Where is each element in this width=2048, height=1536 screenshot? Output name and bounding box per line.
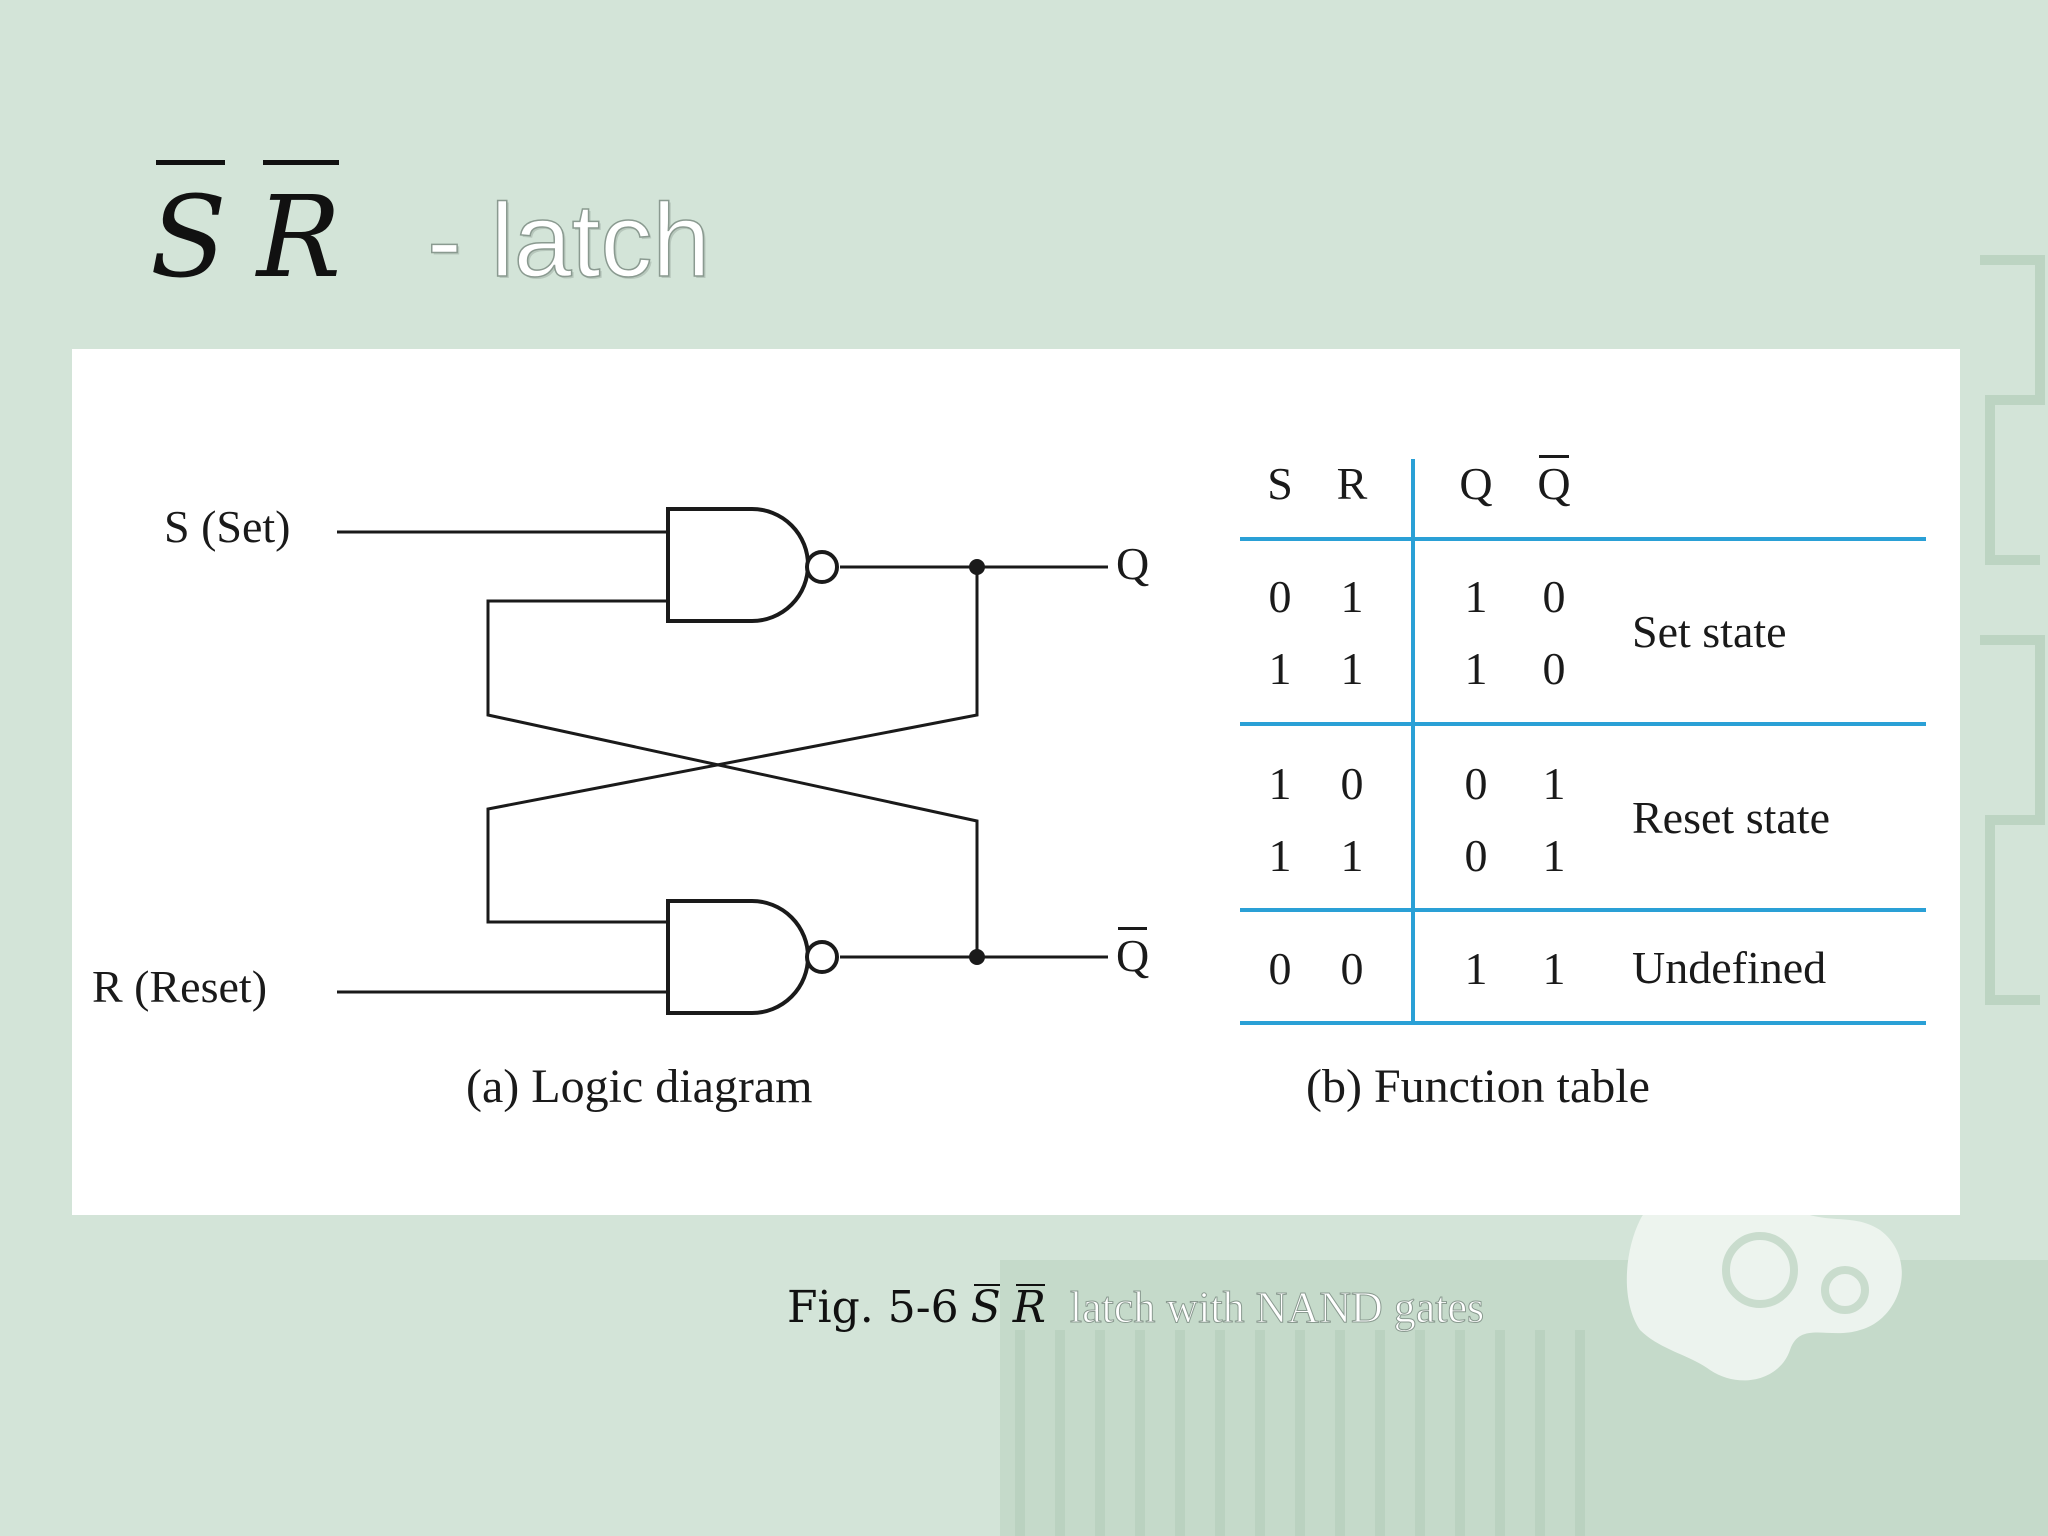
label-r-reset: R (Reset) (92, 961, 268, 1012)
nand-bubble-bottom (805, 940, 839, 974)
caption-function-table: (b) Function table (1306, 1060, 1650, 1113)
slide-title: S R - latch (150, 160, 711, 310)
nand-gates (666, 507, 839, 1015)
qbar-text: Q (1116, 927, 1150, 981)
table-cell: 1 (1340, 571, 1364, 622)
table-cell: 1 (1464, 643, 1488, 694)
figure-caption-r-bar: R (1012, 1282, 1046, 1333)
junction-qbar (969, 949, 985, 965)
table-header-r: R (1336, 458, 1368, 509)
figure-caption-s-bar: S (970, 1282, 1001, 1333)
wire-cross-to-bottom (486, 567, 979, 924)
table-cell: 0 (1464, 758, 1488, 809)
table-cell: 1 (1268, 643, 1292, 694)
junction-q (969, 559, 985, 575)
wire-cross-to-top (486, 599, 979, 957)
table-cell: 0 (1542, 571, 1566, 622)
latch-figure-svg (337, 459, 1926, 1025)
label-s-set: S (Set) (164, 501, 291, 552)
state-label-reset: Reset state (1632, 792, 1830, 843)
table-cell: 0 (1268, 571, 1292, 622)
nand-gate-bottom (666, 899, 810, 1015)
table-cell: 1 (1542, 830, 1566, 881)
nand-bubble-top (805, 550, 839, 584)
table-cell: 0 (1464, 830, 1488, 881)
table-cell: 1 (1340, 830, 1364, 881)
title-s-bar: S (150, 160, 227, 294)
table-cell: 0 (1268, 943, 1292, 994)
caption-logic-diagram: (a) Logic diagram (466, 1060, 813, 1113)
title-r-bar: R (257, 160, 341, 294)
nand-gate-top (666, 507, 810, 623)
label-qbar-output: Q (1116, 927, 1150, 981)
table-cell: 1 (1542, 758, 1566, 809)
figure-panel: S (Set) R (Reset) Q Q (a) Logic diagram … (72, 349, 1960, 1215)
table-header-qbar-text: Q (1537, 455, 1571, 509)
figure-caption: Fig. 5-6 S R latch with NAND gates (787, 1282, 1485, 1342)
table-cell: 0 (1340, 758, 1364, 809)
table-cell: 1 (1464, 571, 1488, 622)
table-header-qbar: Q (1524, 455, 1584, 509)
table-cell: 1 (1268, 830, 1292, 881)
figure-caption-suffix: latch with NAND gates (1069, 1283, 1485, 1333)
title-suffix: - latch (426, 183, 711, 299)
function-table-rules (1240, 459, 1926, 1025)
table-header-q: Q (1459, 458, 1493, 509)
state-label-undefined: Undefined (1632, 942, 1827, 993)
table-cell: 1 (1268, 758, 1292, 809)
table-cell: 1 (1464, 943, 1488, 994)
label-q-output: Q (1116, 538, 1150, 589)
state-label-set: Set state (1632, 606, 1787, 657)
table-header-s: S (1267, 458, 1293, 509)
table-cell: 0 (1542, 643, 1566, 694)
table-cell: 1 (1542, 943, 1566, 994)
figure-caption-prefix: Fig. 5-6 (787, 1282, 959, 1333)
logic-diagram-wires (337, 530, 1108, 994)
table-cell: 1 (1340, 643, 1364, 694)
table-cell: 0 (1340, 943, 1364, 994)
